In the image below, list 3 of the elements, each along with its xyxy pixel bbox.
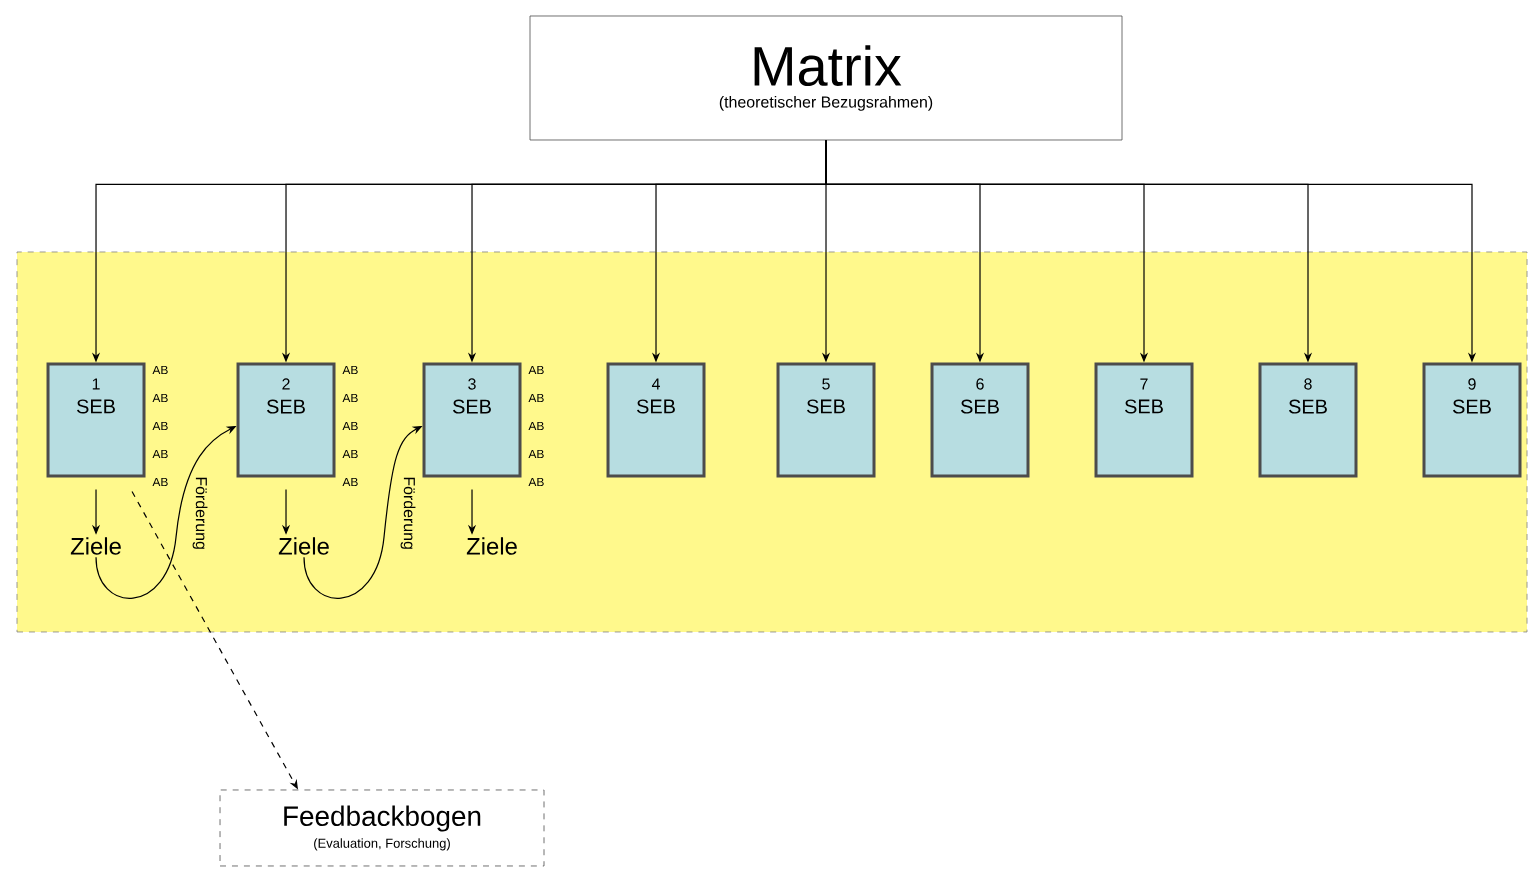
goal-text: Ziele	[466, 537, 517, 555]
goal-text: Ziele	[278, 537, 329, 555]
goal-text: Ziele	[70, 537, 121, 555]
